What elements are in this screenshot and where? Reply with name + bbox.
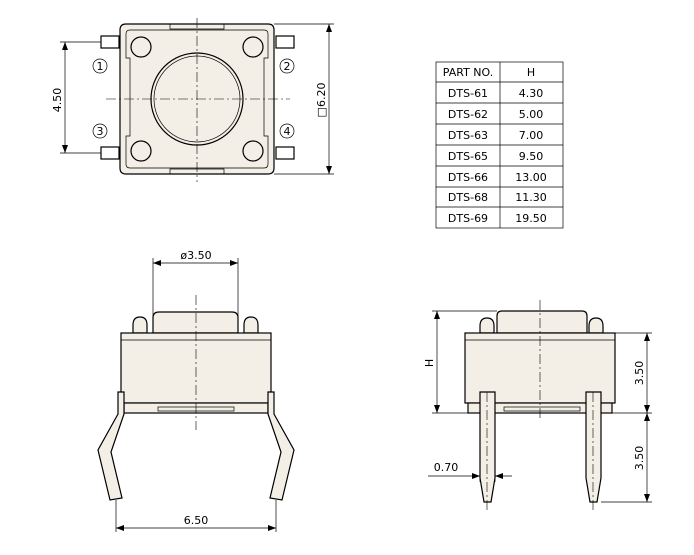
table-cell: 13.00 (515, 171, 547, 184)
corner-hole (130, 36, 152, 58)
side-bump (588, 317, 604, 334)
dim-button-label: ø3.50 (180, 249, 211, 262)
pin-3-pad (100, 146, 120, 160)
base-slot (503, 406, 581, 412)
pin-label-4: 4 (284, 125, 291, 138)
corner-hole (130, 140, 152, 162)
pin-label-3: 3 (97, 125, 104, 138)
table-cell: DTS-65 (448, 150, 488, 163)
table-cell: DTS-62 (448, 108, 488, 121)
corner-hole (242, 140, 264, 162)
top-view: 1 2 3 4 4.50 □6.20 (51, 18, 334, 182)
pin-marker (92, 58, 108, 74)
dim-arrows (644, 333, 650, 413)
pin-label-2: 2 (284, 60, 291, 73)
side-bump (479, 317, 495, 334)
table-header-h: H (527, 66, 535, 79)
pin-marker (279, 58, 295, 74)
corner-hole (242, 36, 264, 58)
dim-leads-label: 6.50 (184, 514, 209, 527)
pin-2-pad (275, 35, 295, 49)
front-bump (132, 316, 148, 334)
pin-label-1: 1 (97, 60, 104, 73)
side-view: H 3.50 3.50 0.70 (423, 300, 652, 510)
front-bump (243, 316, 259, 334)
side-actuator (496, 310, 588, 334)
table-cell: 11.30 (515, 191, 547, 204)
dim-lead-width-label: 0.70 (434, 461, 459, 474)
top-body-inner (125, 29, 269, 169)
table-cell: DTS-68 (448, 191, 488, 204)
pin-1-pad (100, 35, 120, 49)
table-cell: 5.00 (519, 108, 544, 121)
table-cell: DTS-66 (448, 171, 488, 184)
side-lead-right (585, 391, 602, 503)
pin-marker (279, 123, 295, 139)
top-slot (169, 24, 225, 30)
front-view: ø3.50 6.50 (97, 249, 295, 532)
pin-4-pad (275, 146, 295, 160)
part-table: PART NO. H DTS-61 4.30 DTS-62 5.00 DTS-6… (435, 61, 564, 229)
table-cell: 4.30 (519, 87, 544, 100)
dim-lead-length-label: 3.50 (633, 446, 646, 471)
table-cell: DTS-63 (448, 129, 488, 142)
table-header-part: PART NO. (443, 66, 493, 79)
front-lead-left (97, 391, 125, 501)
table-cell: DTS-61 (448, 87, 488, 100)
table-cell: 7.00 (519, 129, 544, 142)
front-actuator (152, 311, 239, 334)
pin-marker (92, 123, 108, 139)
table-cell: DTS-69 (448, 212, 488, 225)
table-cell: 9.50 (519, 150, 544, 163)
dim-arrows (472, 473, 503, 479)
front-lead-right (267, 391, 295, 501)
side-lead-left (479, 391, 496, 503)
table-cell: 19.50 (515, 212, 547, 225)
dim-h-label: H (423, 359, 436, 367)
dim-pitch-label: 4.50 (51, 88, 64, 113)
dim-body-height-label: 3.50 (633, 361, 646, 386)
dim-body-label: □6.20 (315, 83, 328, 118)
